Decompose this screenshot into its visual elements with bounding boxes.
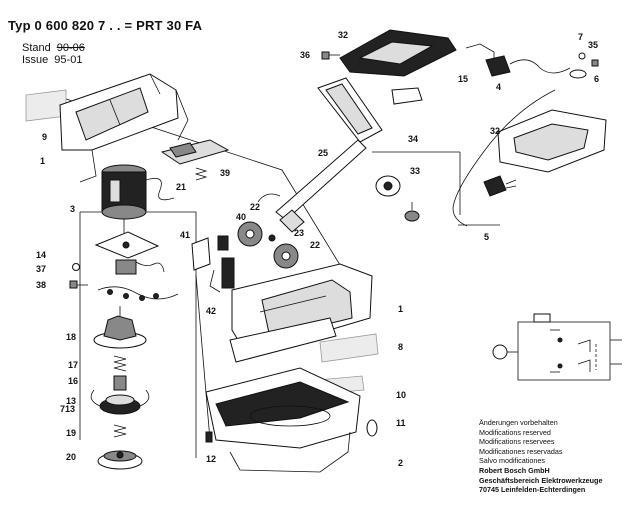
handle-grip-34 (317, 77, 423, 143)
gear-22b (273, 243, 299, 269)
footer-notes: Änderungen vorbehalten Modifications res… (479, 418, 602, 495)
callout-25: 25 (318, 148, 328, 158)
callout-11: 11 (396, 418, 406, 428)
stand-label: Stand (22, 42, 51, 54)
callout-5: 5 (484, 232, 489, 242)
lower-housing-1 (229, 263, 373, 363)
callout-713: 713 (60, 404, 75, 414)
callout-42: 42 (206, 306, 216, 316)
callout-39: 39 (220, 168, 230, 178)
callout-8: 8 (398, 342, 403, 352)
motor-part (101, 164, 175, 234)
cutter-base-18 (93, 306, 147, 349)
callout-19: 19 (66, 428, 76, 438)
callout-36: 36 (300, 50, 310, 60)
footer-line-4: Modificationes reservadas (479, 446, 563, 456)
wire-stand-2 (229, 431, 351, 473)
handle-frame-32 (497, 109, 607, 173)
spring-17 (113, 355, 127, 372)
callout-22a: 22 (250, 202, 260, 212)
callout-17: 17 (68, 360, 78, 370)
callout-34: 34 (408, 134, 418, 144)
clip-12 (205, 431, 213, 443)
mounting-plate-part (94, 231, 165, 275)
callout-labels: 9 1 3 14 37 38 18 17 16 13 713 19 20 21 … (36, 30, 599, 468)
switch-block-4 (485, 55, 571, 77)
callout-2: 2 (398, 458, 403, 468)
screw-36 (321, 51, 340, 60)
callout-3: 3 (70, 204, 75, 214)
callout-4: 4 (496, 82, 501, 92)
switch-21 (160, 139, 230, 165)
footer-line-3: Modifications reservees (479, 437, 555, 447)
cap-20 (97, 450, 143, 470)
clip-42 (209, 269, 221, 293)
type-title: Typ 0 600 820 7 . . = PRT 30 FA (8, 18, 203, 33)
callout-41: 41 (180, 230, 190, 240)
gear-22a (237, 221, 263, 247)
spring-39 (194, 167, 208, 181)
callout-32b: 32 (490, 126, 500, 136)
washer-37 (72, 263, 80, 271)
wiring-schematic (492, 313, 622, 381)
footer-line-1: Änderungen vorbehalten (479, 418, 558, 427)
shaft-25 (257, 139, 367, 233)
bracket-40 (221, 257, 235, 289)
callout-37: 37 (36, 264, 46, 274)
callout-14: 14 (36, 250, 46, 260)
stand-row: Stand 90-06 (22, 42, 85, 54)
callout-15: 15 (458, 74, 468, 84)
callout-33: 33 (410, 166, 420, 176)
guard-base (205, 367, 361, 449)
callout-20: 20 (66, 452, 76, 462)
callout-6: 6 (594, 74, 599, 84)
callout-7: 7 (578, 32, 583, 42)
knob-33 (375, 175, 420, 222)
handle-top-32 (339, 29, 457, 77)
cable-harness-part (97, 286, 179, 301)
company-name: Robert Bosch GmbH (479, 465, 550, 475)
upper-housing-part (59, 73, 189, 183)
guard-41 (191, 235, 229, 271)
footer-line-5: Salvo modificationes (479, 456, 545, 466)
label-8 (319, 333, 379, 363)
callout-13: 13 (66, 396, 76, 406)
screw-7 (578, 52, 586, 60)
callout-21: 21 (176, 182, 186, 192)
callout-22b: 22 (310, 240, 320, 250)
sleeve-16 (113, 375, 127, 391)
callout-18: 18 (66, 332, 76, 342)
callout-35: 35 (588, 40, 598, 50)
callout-1b: 1 (398, 304, 403, 314)
cap-11 (366, 419, 378, 437)
plug (483, 175, 517, 197)
footer-line-2: Modifications reserved (479, 427, 551, 437)
callout-10: 10 (396, 390, 406, 400)
callout-40: 40 (236, 212, 246, 222)
spool-713 (90, 389, 150, 415)
power-cable-5 (452, 89, 556, 227)
callout-32a: 32 (338, 30, 348, 40)
issue-label: Issue (22, 54, 49, 66)
issue-row: Issue 95-01 (22, 54, 82, 66)
callout-1a: 1 (40, 156, 45, 166)
stand-value: 90-06 (56, 42, 85, 54)
issue-value: 95-01 (54, 54, 83, 66)
spring-19 (113, 424, 127, 438)
company-division: Geschäftsbereich Elektrowerkzeuge (479, 475, 603, 485)
screw-35 (591, 59, 599, 67)
callout-9: 9 (42, 132, 47, 142)
callout-16: 16 (68, 376, 78, 386)
company-address: 70745 Leinfelden-Echterdingen (479, 485, 586, 495)
pin-23 (268, 234, 276, 242)
callout-38: 38 (36, 280, 46, 290)
callout-23: 23 (294, 228, 304, 238)
cable-clamp-6 (569, 69, 587, 79)
screw-38 (69, 280, 88, 289)
callout-12: 12 (206, 454, 216, 464)
